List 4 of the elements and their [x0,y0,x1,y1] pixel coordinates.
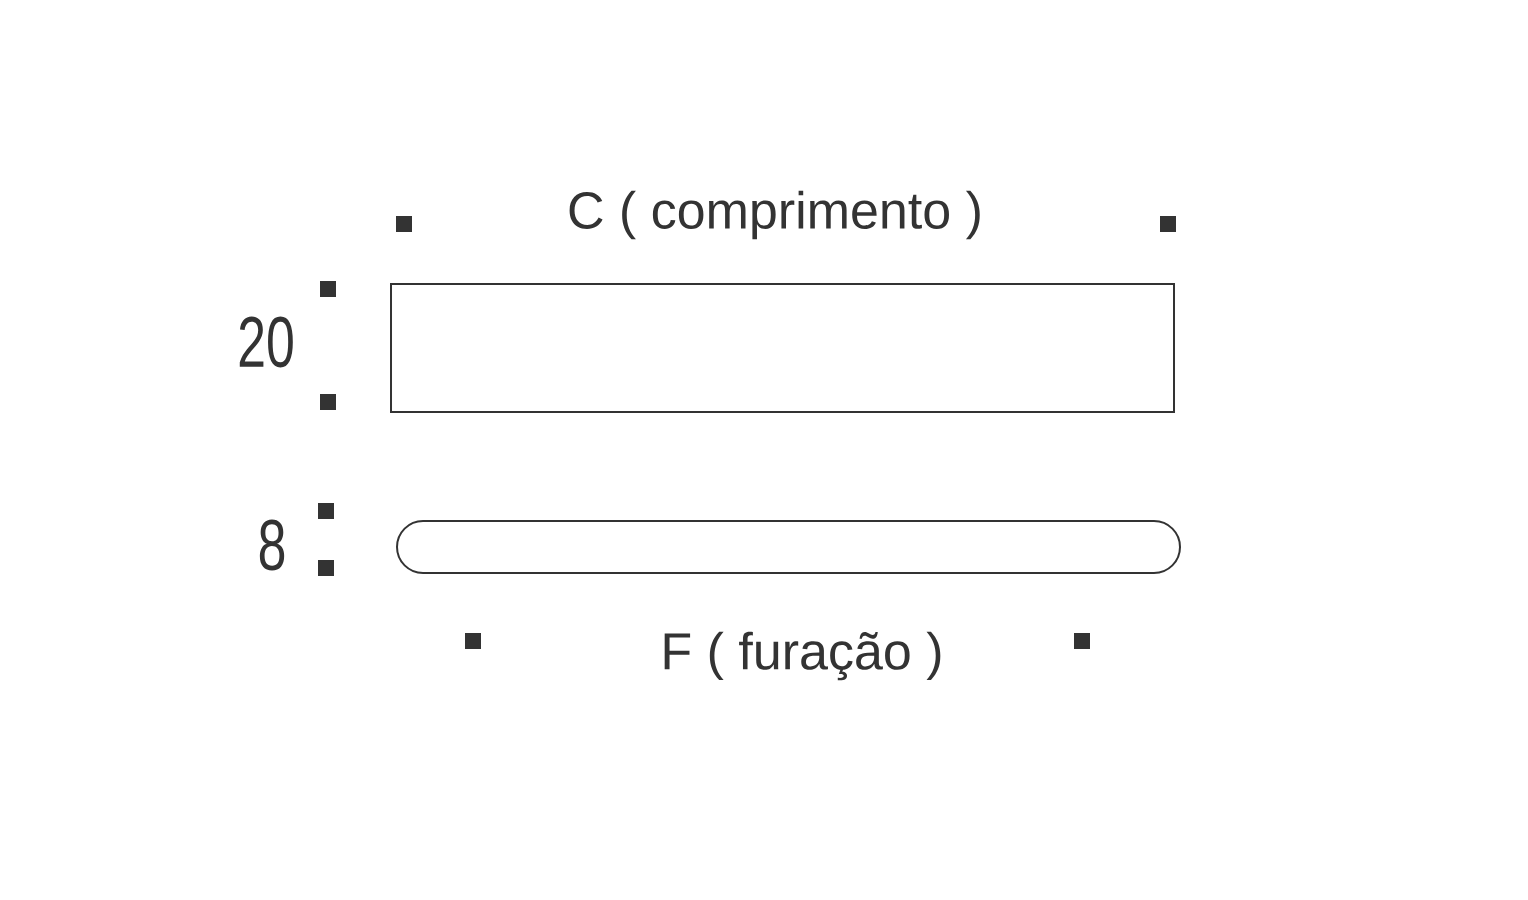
dimension-label: 20 [239,316,293,368]
dimension-label: 8 [259,519,285,571]
dimension-label: C ( comprimento ) [569,190,980,240]
dimension-label: F ( furação ) [664,631,941,681]
